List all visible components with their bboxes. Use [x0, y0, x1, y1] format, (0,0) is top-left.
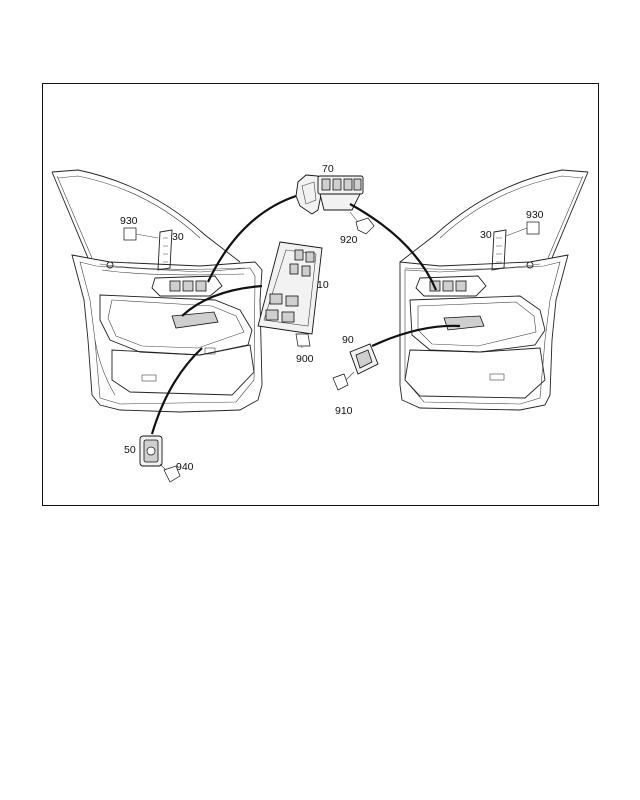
- label-930-left: 930: [120, 215, 138, 227]
- label-10: 10: [317, 279, 329, 291]
- passenger-window-switch-90: [349, 343, 379, 375]
- label-940: 940: [176, 461, 194, 473]
- label-70: 70: [322, 163, 334, 175]
- right-trim-panel-30: [491, 221, 540, 271]
- left-trim-panel-30: [123, 227, 173, 271]
- connector-910: [332, 371, 355, 391]
- connector-940: [159, 463, 181, 483]
- label-920: 920: [340, 234, 358, 246]
- right-door: [399, 169, 589, 411]
- label-30-left: 30: [172, 231, 184, 243]
- label-50: 50: [124, 444, 136, 456]
- left-door: [51, 169, 263, 413]
- label-90: 90: [342, 334, 354, 346]
- assignment-arrows: [150, 194, 461, 435]
- connector-920: [349, 211, 375, 235]
- label-30-right: 30: [480, 229, 492, 241]
- seat-adjust-switch-70: [295, 174, 364, 215]
- label-900: 900: [296, 353, 314, 365]
- connector-900: [295, 333, 311, 347]
- label-930-right: 930: [526, 209, 544, 221]
- diagram-frame: [42, 83, 599, 506]
- label-910: 910: [335, 405, 353, 417]
- rear-window-switch-50: [139, 435, 163, 467]
- window-switch-block-10: [257, 241, 323, 349]
